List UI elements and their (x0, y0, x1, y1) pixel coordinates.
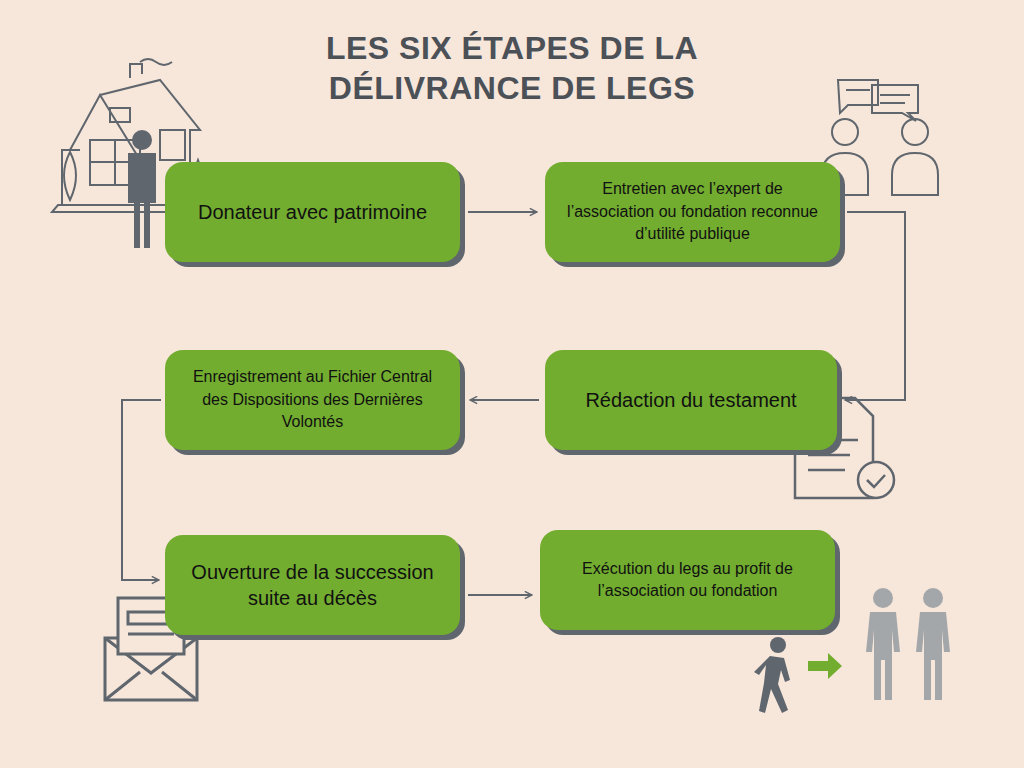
flow-arrow (468, 594, 532, 596)
transfer-arrow (808, 653, 842, 679)
beneficiary-figures (866, 588, 950, 700)
box-text: Exécution du legs au profit de l’associa… (556, 558, 819, 603)
diagram-title: LES SIX ÉTAPES DE LA DÉLIVRANCE DE LEGS (282, 28, 742, 108)
flow-arrow (122, 400, 161, 580)
box-text: Donateur avec patrimoine (198, 199, 427, 225)
process-box: Rédaction du testament (545, 350, 837, 450)
walking-figure (754, 637, 790, 713)
process-box: Enregistrement au Fichier Central des Di… (165, 350, 460, 450)
box-text: Rédaction du testament (585, 387, 796, 413)
box-text: Ouverture de la succession suite au décè… (181, 559, 444, 611)
process-box: Ouverture de la succession suite au décè… (165, 535, 460, 635)
flow-arrow (470, 399, 539, 401)
process-box: Exécution du legs au profit de l’associa… (540, 530, 835, 630)
process-box: Donateur avec patrimoine (165, 162, 460, 262)
box-text: Enregistrement au Fichier Central des Di… (181, 366, 444, 433)
flow-arrow (468, 211, 537, 213)
donor-figure (128, 130, 156, 248)
box-text: Entretien avec l’expert de l’association… (561, 178, 824, 245)
process-box: Entretien avec l’expert de l’association… (545, 162, 840, 262)
flow-arrow (845, 212, 905, 400)
